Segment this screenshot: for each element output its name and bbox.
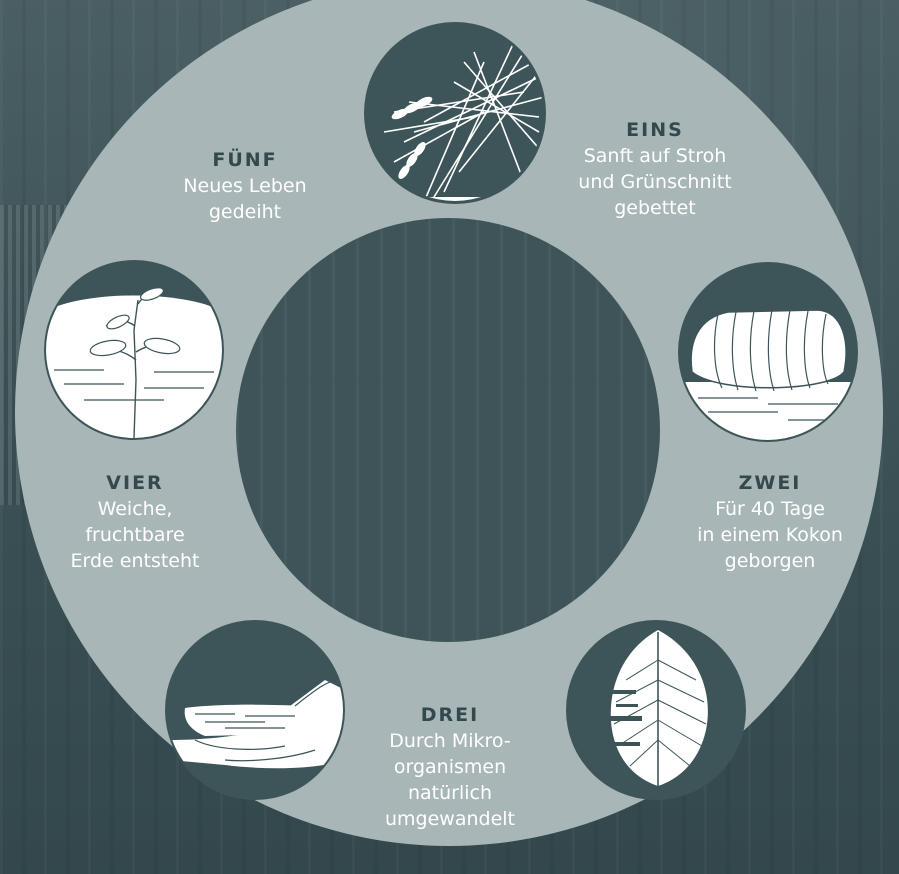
straw-icon <box>364 22 546 204</box>
hands-soil-icon <box>165 620 345 800</box>
stage-zwei-number: ZWEI <box>738 472 802 494</box>
cycle-center <box>236 218 660 642</box>
stage-eins-line-3: gebettet <box>614 197 696 219</box>
stage-zwei-label: ZWEI Für 40 Tage in einem Kokon geborgen <box>675 470 865 574</box>
stage-drei-line-3: natürlich <box>407 782 493 804</box>
stage-vier-line-3: Erde entsteht <box>70 550 200 572</box>
stage-drei-line-1: Durch Mikro- <box>389 730 511 752</box>
stage-zwei-line-1: Für 40 Tage <box>715 498 825 520</box>
stage-vier-number: VIER <box>106 472 164 494</box>
stage-drei-number: DREI <box>420 704 480 726</box>
stage-eins-label: EINS Sanft auf Stroh und Grünschnitt geb… <box>555 117 755 221</box>
stage-vier-line-2: fruchtbare <box>85 524 185 546</box>
stage-vier-line-1: Weiche, <box>97 498 173 520</box>
stage-drei-label: DREI Durch Mikro- organismen natürlich u… <box>360 702 540 832</box>
stage-drei-line-4: umgewandelt <box>384 808 515 830</box>
seedling-icon <box>44 260 224 440</box>
stage-zwei-line-2: in einem Kokon <box>697 524 843 546</box>
stage-eins-line-2: und Grünschnitt <box>578 171 732 193</box>
stage-fuenf-number: FÜNF <box>212 149 278 171</box>
stage-vier-label: VIER Weiche, fruchtbare Erde entsteht <box>40 470 230 574</box>
stage-eins-number: EINS <box>626 119 684 141</box>
stage-fuenf-line-2: gedeiht <box>208 201 282 223</box>
stage-drei-line-2: organismen <box>393 756 507 778</box>
stage-fuenf-label: FÜNF Neues Leben gedeiht <box>150 147 340 225</box>
leaf-icon <box>566 620 746 800</box>
cocoon-icon <box>678 262 858 442</box>
stage-fuenf-line-1: Neues Leben <box>183 175 307 197</box>
stage-eins-line-1: Sanft auf Stroh <box>583 145 727 167</box>
stage-zwei-line-3: geborgen <box>724 550 816 572</box>
